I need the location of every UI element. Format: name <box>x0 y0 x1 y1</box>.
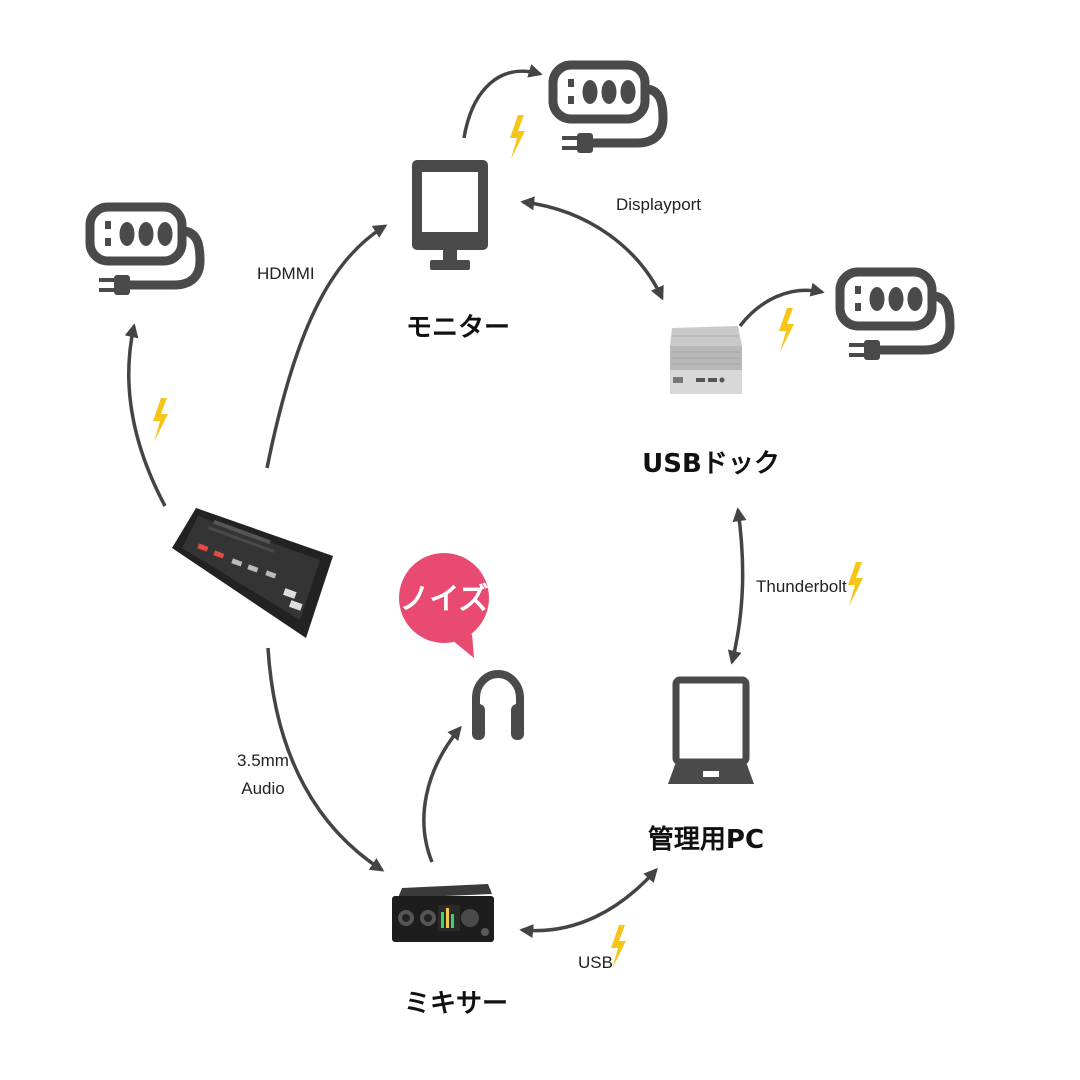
usb-dock-label: USBドック <box>642 449 780 479</box>
mixer-to-headphones-arrow <box>422 725 462 863</box>
audio-arrow <box>266 647 385 872</box>
dock-power-arrow <box>738 282 825 328</box>
power-strip-icon <box>553 65 663 153</box>
lightning-icon <box>153 398 168 442</box>
audio-label-line1: 3.5mm <box>237 751 289 770</box>
headphones-icon <box>472 670 524 740</box>
hdmi-arrow <box>265 224 388 469</box>
lightning-icon <box>848 562 863 606</box>
monitor-power-arrow <box>462 64 543 139</box>
noise-text: ノイズ <box>399 582 488 617</box>
power-strip-icon <box>90 207 200 295</box>
usb-label: USB <box>578 953 613 972</box>
audio-label-line2: Audio <box>241 779 284 798</box>
usb-arrow <box>519 867 658 939</box>
mixer-label: ミキサー <box>404 989 508 1019</box>
displayport-arrow <box>520 196 664 301</box>
switcher-power-arrow <box>124 323 167 507</box>
monitor-icon <box>412 160 488 270</box>
hdmi-label: HDMMI <box>257 264 315 283</box>
thunderbolt-arrow <box>727 507 747 665</box>
monitor-label: モニター <box>406 313 510 343</box>
admin-pc-label: 管理用PC <box>648 825 764 855</box>
noise-callout: ノイズ <box>399 553 489 658</box>
laptop-icon <box>668 676 754 784</box>
video-switcher-icon <box>172 508 333 638</box>
thunderbolt-label: Thunderbolt <box>756 577 847 596</box>
usb-dock-icon <box>670 326 742 394</box>
audio-interface-icon <box>392 884 494 942</box>
lightning-icon <box>779 308 794 352</box>
power-strip-icon <box>840 272 950 360</box>
displayport-label: Displayport <box>616 195 701 214</box>
lightning-icon <box>510 115 525 159</box>
lightning-icon <box>611 925 626 969</box>
